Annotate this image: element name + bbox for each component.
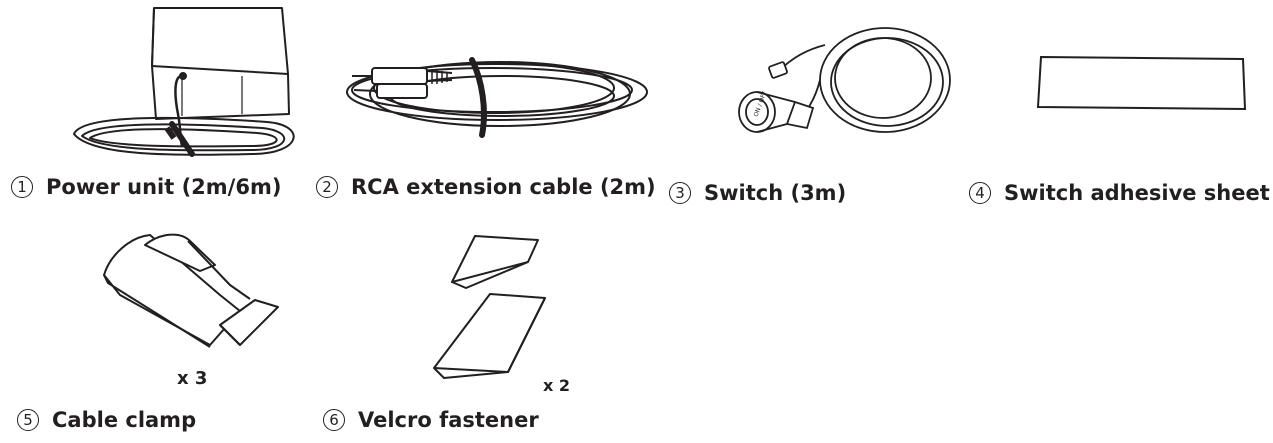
switch-illustration: ON / OFF [725, 20, 960, 145]
caption-switch-adhesive-sheet: 4 Switch adhesive sheet [969, 182, 1270, 204]
velcro-illustration [430, 232, 555, 382]
item-number-badge: 3 [669, 182, 691, 204]
item-number-badge: 2 [316, 176, 338, 198]
item-label: Cable clamp [52, 407, 197, 432]
item-label: Switch adhesive sheet [1004, 180, 1270, 205]
caption-rca-extension-cable: 2 RCA extension cable (2m) [316, 176, 656, 198]
quantity-velcro-fastener: x 2 [543, 376, 571, 395]
quantity-cable-clamp: x 3 [177, 368, 208, 389]
rca-cable-illustration [332, 40, 652, 140]
item-label: Switch (3m) [704, 180, 847, 205]
item-number-badge: 4 [969, 182, 991, 204]
caption-cable-clamp: 5 Cable clamp [17, 409, 196, 431]
item-number-badge: 1 [11, 176, 33, 198]
item-label: Power unit (2m/6m) [46, 174, 282, 199]
caption-velcro-fastener: 6 Velcro fastener [323, 409, 539, 431]
item-label: RCA extension cable (2m) [351, 174, 656, 199]
caption-switch: 3 Switch (3m) [669, 182, 846, 204]
adhesive-sheet-illustration [1035, 55, 1255, 115]
power-unit-illustration [62, 4, 307, 164]
caption-power-unit: 1 Power unit (2m/6m) [11, 176, 281, 198]
item-label: Velcro fastener [358, 407, 539, 432]
item-number-badge: 6 [323, 409, 345, 431]
cable-clamp-illustration [100, 225, 285, 355]
item-number-badge: 5 [17, 409, 39, 431]
